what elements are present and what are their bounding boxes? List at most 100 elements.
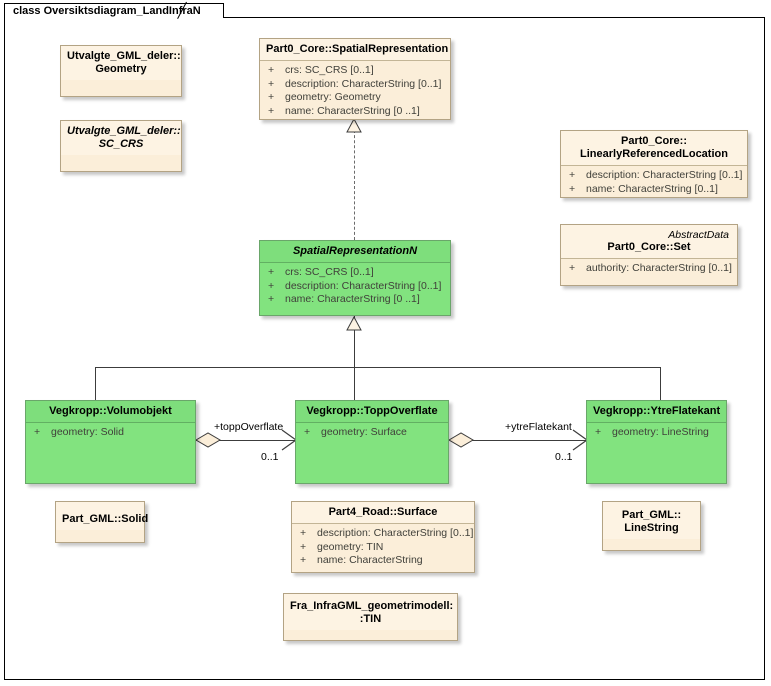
class-title-set: Part0_Core::Set [607,241,691,253]
class-name-infragml-tin: :TIN [359,613,382,625]
attribute-row: + name: CharacterString [296,554,470,568]
class-header-infragml-tin: Fra_InfraGML_geometrimodell: :TIN [284,594,457,630]
diagram-title-tab: class Oversiktsdiagram_LandInfraN [4,3,224,18]
attribute-row: + geometry: LineString [591,426,722,440]
class-name-linearly-referenced-location: LinearlyReferencedLocation [580,148,728,160]
association-multiplicity-toppoverflate: 0..1 [261,451,279,463]
attribute-text: name: CharacterString [0 ..1] [285,293,420,305]
class-header-sc-crs: Utvalgte_GML_deler:: SC_CRS [61,121,181,155]
class-attributes-volumobjekt: + geometry: Solid [26,423,195,444]
attribute-text: description: CharacterString [0..1] [586,169,743,181]
class-header-spatial-representation-n: SpatialRepresentationN [260,241,450,263]
attribute-row: + geometry: Solid [30,426,191,440]
class-name-sc-crs: SC_CRS [98,138,144,150]
attribute-visibility: + [569,182,576,195]
attribute-text: geometry: Geometry [285,91,381,103]
class-box-geometry[interactable]: Utvalgte_GML_deler:: Geometry [60,45,182,97]
class-package-infragml-tin: Fra_InfraGML_geometrimodell: [290,600,454,612]
class-title-topp-overflate: Vegkropp::ToppOverflate [306,405,438,417]
class-attributes-ytre-flatekant: + geometry: LineString [587,423,726,444]
association-role-toppoverflate: +toppOverflate [214,421,284,433]
attribute-visibility: + [268,279,275,292]
attribute-visibility: + [569,262,576,274]
class-box-set[interactable]: AbstractData Part0_Core::Set + authority… [560,224,738,286]
attribute-visibility: + [300,540,307,553]
class-stereotype-set: AbstractData [668,229,729,241]
class-package-gml-linestring: Part_GML:: [621,509,682,521]
attribute-visibility: + [304,426,311,438]
attribute-row: + authority: CharacterString [0..1] [565,262,733,276]
class-box-gml-linestring[interactable]: Part_GML:: LineString [602,501,701,551]
attribute-row: + name: CharacterString [0..1] [565,183,743,197]
attribute-text: geometry: Surface [321,426,407,438]
class-header-ytre-flatekant: Vegkropp::YtreFlatekant [587,401,726,423]
diagram-title-label: class Oversiktsdiagram_LandInfraN [13,5,201,17]
attribute-row: + name: CharacterString [0 ..1] [264,105,446,119]
class-header-linearly-referenced-location: Part0_Core:: LinearlyReferencedLocation [561,131,747,166]
attribute-text: name: CharacterString [0..1] [586,182,718,195]
class-attributes-spatial-representation-n: + crs: SC_CRS [0..1] + description: Char… [260,263,450,311]
attribute-text: geometry: TIN [317,540,384,553]
class-box-spatial-representation-n[interactable]: SpatialRepresentationN + crs: SC_CRS [0.… [259,240,451,316]
attribute-text: description: CharacterString [0..1] [285,77,442,90]
attribute-row: + description: CharacterString [0..1] [565,169,743,183]
attribute-text: crs: SC_CRS [0..1] [285,64,374,76]
association-line-toppoverflate [196,440,295,441]
class-box-part4-road-surface[interactable]: Part4_Road::Surface + description: Chara… [291,501,475,573]
association-role-ytreflatekant: +ytreFlatekant [505,421,572,433]
association-multiplicity-ytreflatekant: 0..1 [555,451,573,463]
attribute-row: + geometry: Geometry [264,91,446,105]
class-name-gml-linestring: LineString [624,522,679,534]
attribute-visibility: + [268,104,275,117]
class-box-volumobjekt[interactable]: Vegkropp::Volumobjekt + geometry: Solid [25,400,196,484]
attribute-visibility: + [300,527,307,539]
class-header-spatial-representation: Part0_Core::SpatialRepresentation [260,39,450,61]
generalization-bus [95,367,661,368]
class-attributes-part4-road-surface: + description: CharacterString [0..1] + … [292,524,474,572]
class-box-spatial-representation[interactable]: Part0_Core::SpatialRepresentation + crs:… [259,38,451,120]
attribute-text: name: CharacterString [0 ..1] [285,104,420,117]
class-header-set: AbstractData Part0_Core::Set [561,225,737,259]
attribute-row: + geometry: TIN [296,541,470,555]
class-header-topp-overflate: Vegkropp::ToppOverflate [296,401,448,423]
class-title-part4-road-surface: Part4_Road::Surface [328,506,438,518]
attribute-text: authority: CharacterString [0..1] [586,262,732,274]
class-package-sc-crs: Utvalgte_GML_deler:: [67,125,181,137]
attribute-text: geometry: LineString [612,426,709,438]
attribute-row: + geometry: Surface [300,426,444,440]
class-box-gml-solid[interactable]: Part_GML::Solid [55,501,148,543]
class-name-geometry: Geometry [95,63,147,75]
attribute-row: + description: CharacterString [0..1] [264,280,446,294]
attribute-row: + name: CharacterString [0 ..1] [264,293,446,307]
attribute-visibility: + [595,426,602,438]
class-package-geometry: Utvalgte_GML_deler:: [67,50,181,62]
class-title-spatial-representation: Part0_Core::SpatialRepresentation [266,43,449,55]
attribute-row: + description: CharacterString [0..1] [296,527,474,541]
attribute-text: description: CharacterString [0..1] [285,279,442,292]
attribute-visibility: + [268,91,275,103]
diagram-tab-mask [188,17,206,19]
attribute-row: + crs: SC_CRS [0..1] [264,64,446,78]
attribute-visibility: + [569,169,576,181]
class-header-geometry: Utvalgte_GML_deler:: Geometry [61,46,181,80]
generalization-drop-toppoverflate [354,367,355,400]
class-attributes-spatial-representation: + crs: SC_CRS [0..1] + description: Char… [260,61,450,122]
attribute-visibility: + [268,293,275,305]
class-box-topp-overflate[interactable]: Vegkropp::ToppOverflate + geometry: Surf… [295,400,449,484]
class-box-ytre-flatekant[interactable]: Vegkropp::YtreFlatekant + geometry: Line… [586,400,727,484]
association-line-ytreflatekant [472,440,586,441]
attribute-visibility: + [268,77,275,90]
generalization-drop-volumobjekt [95,367,96,400]
class-header-gml-solid: Part_GML::Solid [56,502,148,530]
attribute-visibility: + [268,64,275,76]
class-box-infragml-tin[interactable]: Fra_InfraGML_geometrimodell: :TIN [283,593,458,641]
class-box-sc-crs[interactable]: Utvalgte_GML_deler:: SC_CRS [60,120,182,172]
attribute-visibility: + [300,554,307,566]
attribute-text: description: CharacterString [0..1] [317,527,474,539]
class-box-linearly-referenced-location[interactable]: Part0_Core:: LinearlyReferencedLocation … [560,130,748,198]
class-attributes-set: + authority: CharacterString [0..1] [561,259,737,280]
realization-line-spatialrepresentation [354,130,355,240]
attribute-text: crs: SC_CRS [0..1] [285,266,374,278]
generalization-drop-ytreflatekant [660,367,661,400]
